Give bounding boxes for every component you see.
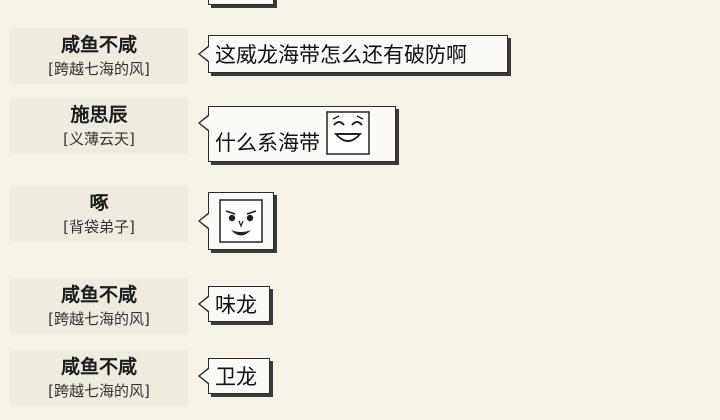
user-title: [跨越七海的风] bbox=[48, 60, 150, 78]
user-info[interactable]: 咸鱼不咸 [跨越七海的风] bbox=[10, 350, 188, 406]
message-text: 什么系海带 bbox=[215, 131, 320, 155]
user-name: 咸鱼不咸 bbox=[60, 34, 137, 56]
bubble-tail bbox=[198, 114, 209, 133]
message-bubble[interactable]: 味龙 bbox=[198, 286, 270, 322]
bubble-tail bbox=[198, 295, 209, 313]
laughing-face-icon bbox=[326, 111, 370, 155]
user-info[interactable]: 施思辰 [义薄云天] bbox=[10, 98, 188, 154]
message-text: 这威龙海带怎么还有破防啊 bbox=[215, 43, 467, 67]
smiling-face-icon bbox=[219, 199, 263, 243]
user-title: [义薄云天] bbox=[63, 130, 135, 148]
user-name: 施思辰 bbox=[70, 104, 128, 126]
user-info[interactable]: 啄 [背袋弟子] bbox=[10, 186, 188, 242]
previous-message-bubble bbox=[208, 0, 274, 5]
message-text: 味龙 bbox=[215, 293, 257, 317]
message-bubble[interactable]: 什么系海带 bbox=[198, 106, 396, 162]
message-text: 卫龙 bbox=[215, 365, 257, 389]
user-name: 咸鱼不咸 bbox=[60, 284, 137, 306]
user-title: [跨越七海的风] bbox=[48, 310, 150, 328]
user-info[interactable]: 咸鱼不咸 [跨越七海的风] bbox=[10, 278, 188, 334]
user-title: [背袋弟子] bbox=[63, 218, 135, 236]
bubble-tail bbox=[198, 45, 209, 63]
message-bubble[interactable] bbox=[198, 192, 274, 250]
message-bubble[interactable]: 这威龙海带怎么还有破防啊 bbox=[198, 35, 508, 73]
bubble-tail bbox=[198, 367, 209, 385]
user-name: 啄 bbox=[89, 192, 109, 214]
user-title: [跨越七海的风] bbox=[48, 382, 150, 400]
bubble-tail bbox=[198, 212, 209, 230]
user-name: 咸鱼不咸 bbox=[60, 356, 137, 378]
user-info[interactable]: 咸鱼不咸 [跨越七海的风] bbox=[10, 28, 188, 84]
message-bubble[interactable]: 卫龙 bbox=[198, 358, 270, 394]
